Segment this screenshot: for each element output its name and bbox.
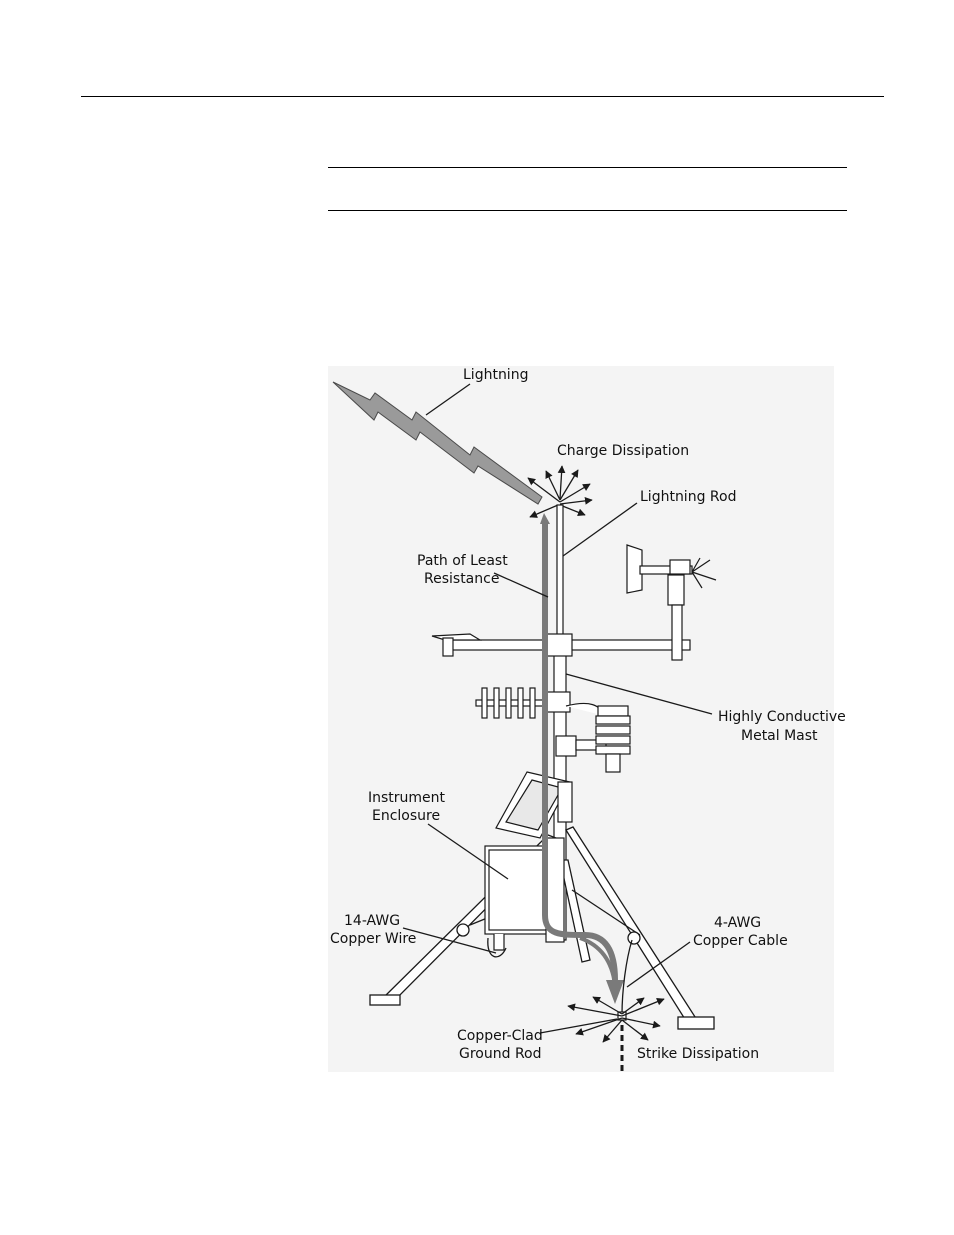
label-lightning: Lightning	[463, 367, 528, 383]
label-rod-line1: Copper-Clad	[457, 1028, 543, 1044]
label-enclosure-line2: Enclosure	[372, 808, 440, 824]
label-cable4-line1: 4-AWG	[714, 915, 761, 931]
label-path-line1: Path of Least	[417, 553, 508, 569]
label-wire14-line1: 14-AWG	[344, 913, 400, 929]
label-enclosure-line1: Instrument	[368, 790, 446, 806]
label-strike-dissipation: Strike Dissipation	[637, 1046, 759, 1062]
label-wire14-line2: Copper Wire	[330, 931, 416, 947]
label-lightning-rod: Lightning Rod	[640, 489, 736, 505]
label-mast-line1: Highly Conductive	[718, 709, 846, 725]
label-mast-line2: Metal Mast	[741, 728, 818, 744]
label-path-line2: Resistance	[424, 571, 499, 587]
label-charge-dissipation: Charge Dissipation	[557, 443, 689, 459]
label-cable4-line2: Copper Cable	[693, 933, 788, 949]
label-rod-line2: Ground Rod	[459, 1046, 542, 1062]
